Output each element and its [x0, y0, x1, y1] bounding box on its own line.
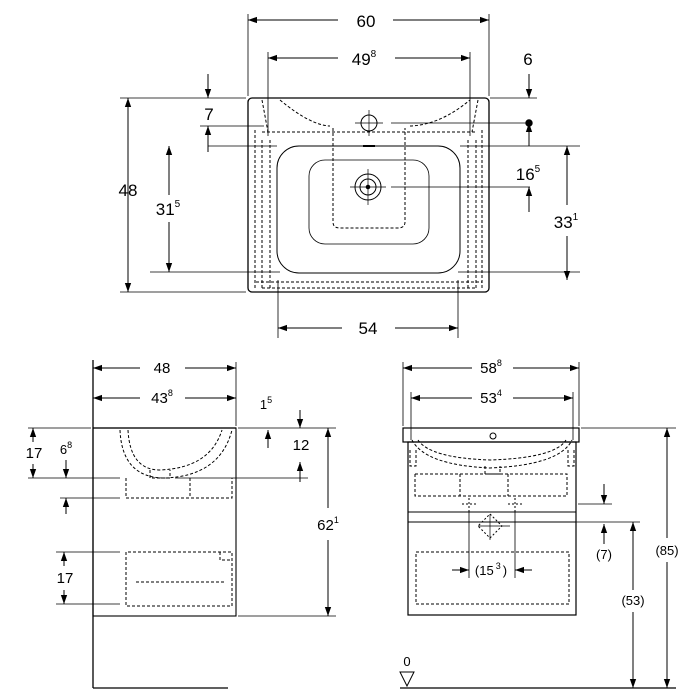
center-drain-axis	[478, 514, 510, 540]
basin-front	[402, 427, 580, 443]
drain-cross-right	[508, 498, 522, 512]
basin-bowl-side-outer	[119, 429, 233, 479]
label-floor-to-drawer-53: (53)	[621, 593, 644, 608]
label-top-drawer-17: 17	[26, 445, 43, 462]
label-tap-6: 6	[523, 50, 532, 69]
drawer-bottom-side	[125, 551, 233, 607]
top-view-labels: 60 498 6 7 48 315 165 331 54	[119, 12, 579, 338]
tap-axis	[355, 110, 383, 136]
siphon-front	[484, 466, 501, 475]
label-drawer-gap-7: (7)	[596, 547, 612, 562]
drain-cross-left	[462, 498, 476, 512]
label-rim-7: 7	[204, 105, 213, 124]
cabinet-side	[92, 427, 237, 617]
floor-level-triangle	[399, 671, 415, 688]
front-extension-lines	[402, 362, 676, 578]
label-width-60: 60	[357, 12, 376, 31]
upper-drawer-inner	[414, 473, 568, 497]
top-view	[120, 14, 580, 338]
top-extension-lines	[120, 14, 580, 338]
basin-bowl-front-inner	[417, 439, 567, 461]
label-bowl-315: 315	[156, 199, 181, 219]
cabinet-front	[407, 441, 577, 616]
basin-bowl	[276, 145, 461, 274]
side-view	[28, 360, 336, 689]
drain-axis	[350, 169, 386, 205]
label-width-498: 498	[352, 49, 377, 69]
siphon-dashed	[332, 128, 406, 229]
side-view-labels: 48 438 15 12 17 68 621 17	[26, 360, 339, 587]
label-total-height-85: (85)	[655, 543, 678, 558]
label-basin-thickness-12: 12	[293, 437, 310, 454]
rim-curve	[279, 99, 471, 127]
label-depth-48: 48	[119, 181, 138, 200]
label-wall-gap-15: 15	[260, 395, 272, 412]
front-view	[399, 362, 676, 689]
basin-drain-area	[308, 159, 430, 245]
overflow-right	[567, 450, 575, 467]
label-drain-331: 331	[554, 212, 579, 232]
label-inner-width-534: 534	[480, 388, 502, 407]
overflow-left	[409, 450, 417, 467]
label-bottom-drawer-17: 17	[57, 570, 74, 587]
side-extension-lines	[28, 362, 336, 617]
front-dashed	[256, 281, 482, 289]
drawer-top-side	[125, 478, 233, 499]
siphon-side	[149, 470, 171, 479]
label-front-width-588: 588	[480, 358, 502, 377]
label-drain-165: 165	[516, 164, 541, 184]
side-dashed-right	[467, 130, 483, 290]
label-floor-level-0: 0	[403, 654, 410, 669]
tap-hole-front	[489, 432, 497, 440]
basin-outline	[247, 97, 490, 293]
label-cabinet-54: 54	[359, 319, 378, 338]
basin-bowl-side	[127, 429, 223, 471]
label-cabinet-height-621: 621	[317, 515, 339, 534]
label-siphon-68: 68	[60, 440, 72, 457]
lower-drawer-inner	[415, 551, 570, 605]
label-side-depth-48: 48	[154, 360, 171, 377]
label-cabinet-depth-438: 438	[151, 388, 173, 407]
rim-dashed-back	[261, 99, 479, 133]
basin-bowl-front	[411, 439, 573, 469]
side-dashed-left	[254, 130, 271, 290]
